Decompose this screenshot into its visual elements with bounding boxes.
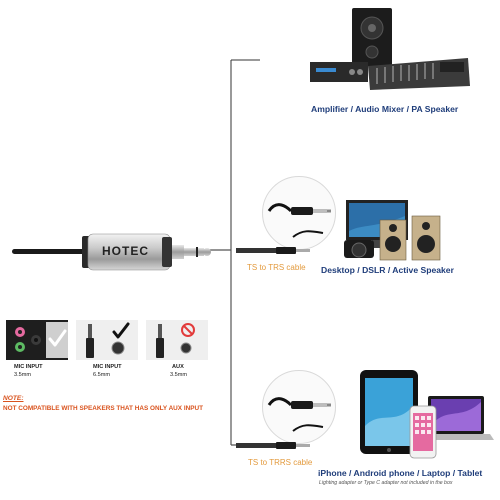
receiver-illustration — [12, 233, 211, 271]
output-label-desktop: Desktop / DSLR / Active Speaker — [321, 265, 454, 275]
input-size-mic35: 3.5mm — [14, 372, 32, 378]
hotec-receiver: HOTEC — [12, 232, 212, 272]
trrs-plug — [236, 442, 310, 449]
output-label-mobile: iPhone / Android phone / Laptop / Tablet — [318, 468, 483, 478]
input-size-aux: 3.5mm — [170, 372, 188, 378]
input-name-mic65: MIC INPUT — [93, 364, 122, 370]
input-name-mic35: MIC INPUT — [14, 364, 43, 370]
input-mic65 — [76, 320, 138, 360]
check-icon — [112, 322, 130, 339]
input-name-aux: AUX — [172, 364, 184, 370]
note-text: NOT COMPATIBLE WITH SPEAKERS THAT HAS ON… — [3, 405, 204, 412]
input-aux — [146, 320, 208, 360]
note-label: NOTE: — [3, 395, 24, 402]
input-size-mic65: 6.5mm — [93, 372, 111, 378]
brand-logo: HOTEC — [102, 244, 149, 258]
cable-coil-trs — [262, 176, 336, 250]
trs-plug — [236, 247, 310, 254]
desktop-illustration — [342, 196, 466, 262]
output-label-amplifier: Amplifier / Audio Mixer / PA Speaker — [311, 104, 459, 114]
prohibited-icon — [181, 323, 195, 337]
adapter-disclaimer: Lighting adapter or Type C adapter not i… — [319, 480, 453, 486]
mixer-illustration — [308, 6, 472, 98]
input-mic35 — [6, 320, 68, 360]
devices-illustration — [356, 366, 494, 462]
cable-label-trs: TS to TRS cable — [247, 263, 306, 272]
cable-label-trrs: TS to TRRS cable — [248, 458, 313, 467]
cable-coil-trrs — [262, 370, 336, 444]
check-icon — [48, 329, 67, 347]
